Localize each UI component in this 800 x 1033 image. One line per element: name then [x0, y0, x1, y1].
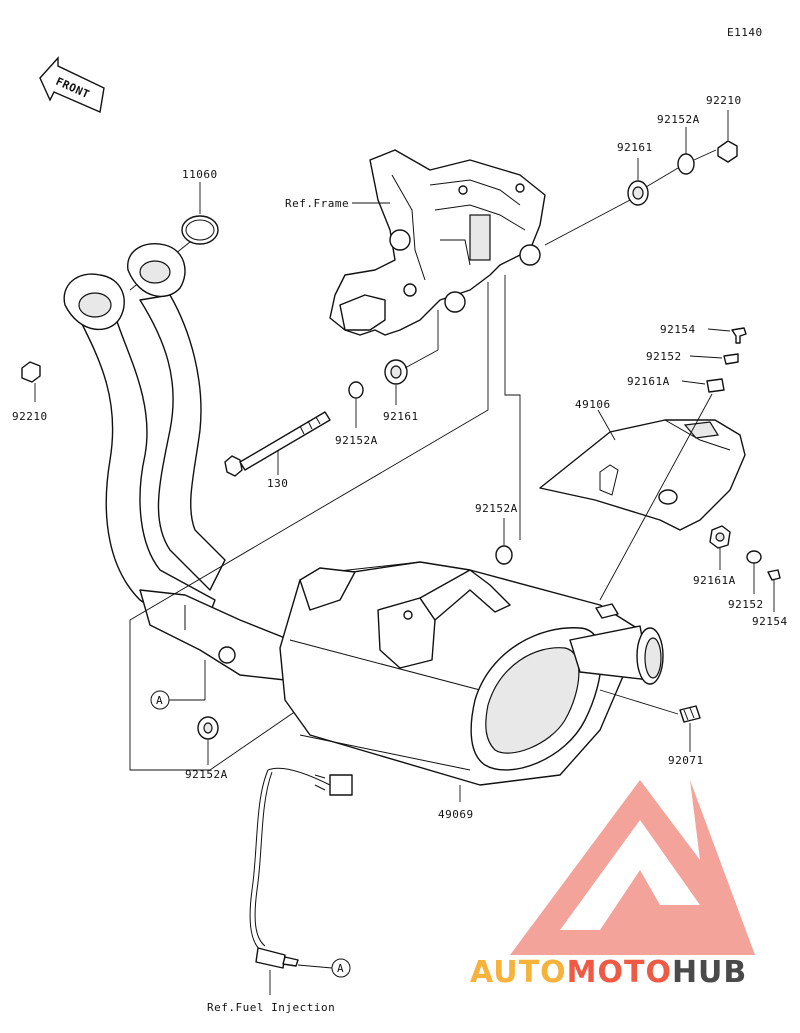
watermark-moto: MOTO [567, 955, 672, 990]
reference-marker-a-1-label: A [156, 694, 163, 707]
label-92152A-top: 92152A [657, 113, 700, 126]
label-92210-left: 92210 [12, 410, 48, 423]
label-49106: 49106 [575, 398, 611, 411]
heat-shield-hardware-top [599, 327, 747, 601]
washer-92152A-right [495, 545, 513, 565]
label-92152A-bot: 92152A [185, 768, 228, 781]
label-130: 130 [267, 477, 288, 490]
reference-marker-a-2 [331, 958, 351, 978]
watermark-text: AUTOMOTOHUB [470, 955, 747, 990]
front-direction-arrow: FRONT [39, 56, 105, 113]
label-92161-mid: 92161 [383, 410, 419, 423]
gasket-11060 [181, 215, 219, 245]
reference-marker-a-2-label: A [337, 962, 344, 975]
automotohub-logo [510, 780, 755, 955]
label-11060: 11060 [182, 168, 218, 181]
label-92161A-top: 92161A [627, 375, 670, 388]
ref-fuel-injection-label: Ref.Fuel Injection [207, 1001, 335, 1014]
label-92154-bot: 92154 [752, 615, 788, 628]
rubber-92071 [679, 705, 701, 723]
label-92152-bot: 92152 [728, 598, 764, 611]
ref-frame-label: Ref.Frame [285, 197, 349, 210]
frame-mount-hardware-top [544, 110, 738, 246]
heat-shield-49106 [539, 409, 746, 531]
label-92210-top: 92210 [706, 94, 742, 107]
mid-mount-hardware [224, 310, 439, 477]
oxygen-sensor-harness [249, 767, 353, 969]
label-92161-top: 92161 [617, 141, 653, 154]
diagram-code: E1140 [727, 26, 763, 39]
label-92152A-right: 92152A [475, 502, 518, 515]
frame-bracket [329, 149, 546, 336]
label-92071: 92071 [668, 754, 704, 767]
heat-shield-hardware-bottom [709, 525, 781, 612]
label-49069: 49069 [438, 808, 474, 821]
label-92152A-mid: 92152A [335, 434, 378, 447]
label-92161A-bot: 92161A [693, 574, 736, 587]
exhaust-header-pipes [63, 243, 291, 681]
watermark-hub: HUB [672, 955, 747, 990]
muffler-49069 [279, 561, 664, 786]
nut-92210-left [21, 361, 41, 383]
watermark-auto: AUTO [470, 955, 567, 990]
label-92154-top: 92154 [660, 323, 696, 336]
label-92152-top: 92152 [646, 350, 682, 363]
logo-triangle-inner [560, 820, 700, 930]
